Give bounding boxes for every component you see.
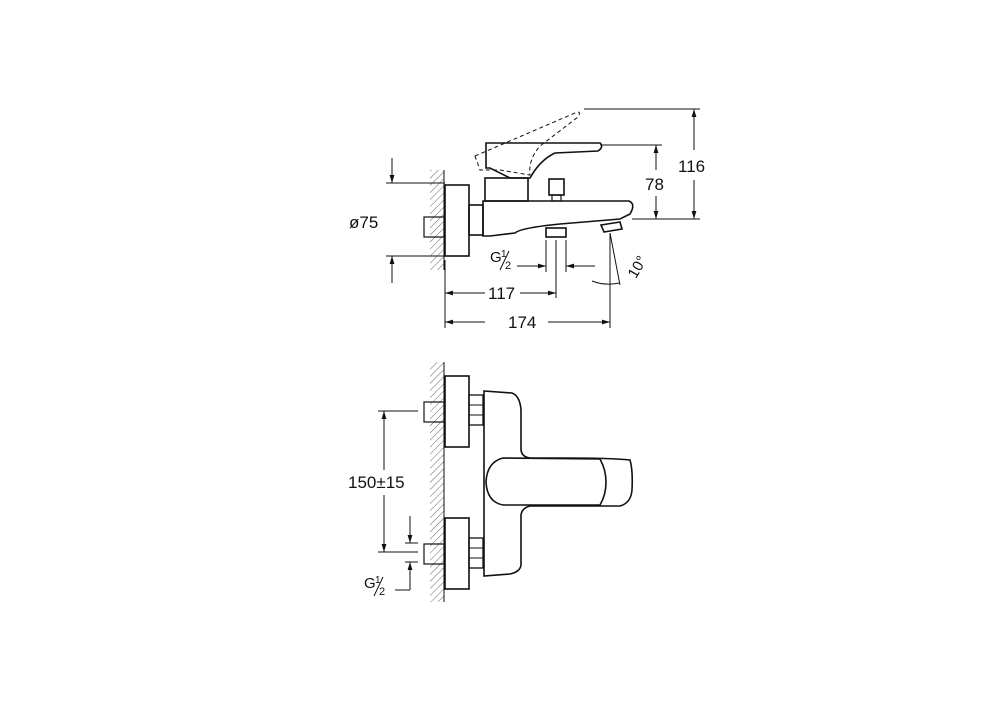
lower-flange — [444, 517, 470, 590]
upper-flange — [444, 375, 470, 448]
svg-text:G: G — [364, 575, 376, 592]
upper-inlet-stub — [423, 401, 445, 423]
connector — [468, 204, 484, 236]
bottom-outlet — [545, 227, 567, 238]
lower-inlet-stub — [423, 543, 445, 565]
lever-top — [485, 457, 607, 506]
label-total-height: 116 — [678, 157, 705, 176]
label-inlet-spacing: 150±15 — [348, 473, 405, 492]
spout-tip — [599, 221, 624, 233]
lever-base — [484, 177, 529, 202]
diverter-knob — [548, 178, 565, 196]
top-dimensions — [378, 410, 418, 591]
lever — [485, 142, 603, 179]
label-outlet-thread: G 1 2 — [490, 249, 511, 272]
mixer-body-top — [483, 390, 634, 577]
inlet-stub — [423, 216, 445, 238]
wall-hatch — [430, 170, 444, 270]
svg-text:1: 1 — [501, 249, 507, 260]
svg-text:2: 2 — [379, 586, 385, 598]
top-view — [423, 362, 634, 602]
label-inlet-thread: G 1 2 — [364, 575, 385, 598]
side-view — [423, 111, 634, 270]
lever-raised-dashed — [474, 111, 580, 176]
label-total-depth: 174 — [508, 313, 536, 332]
wall-flange — [444, 184, 470, 257]
label-diameter: ø75 — [349, 213, 378, 232]
side-dimensions — [386, 108, 700, 328]
svg-text:G: G — [490, 249, 502, 266]
wall-hatch-top — [430, 362, 444, 602]
svg-text:2: 2 — [505, 260, 511, 272]
svg-text:1: 1 — [375, 575, 381, 586]
label-spout-angle: 10° — [625, 253, 651, 281]
label-lever-height: 78 — [645, 175, 664, 194]
label-spout-offset: 117 — [488, 284, 515, 303]
mixer-body — [482, 200, 634, 237]
